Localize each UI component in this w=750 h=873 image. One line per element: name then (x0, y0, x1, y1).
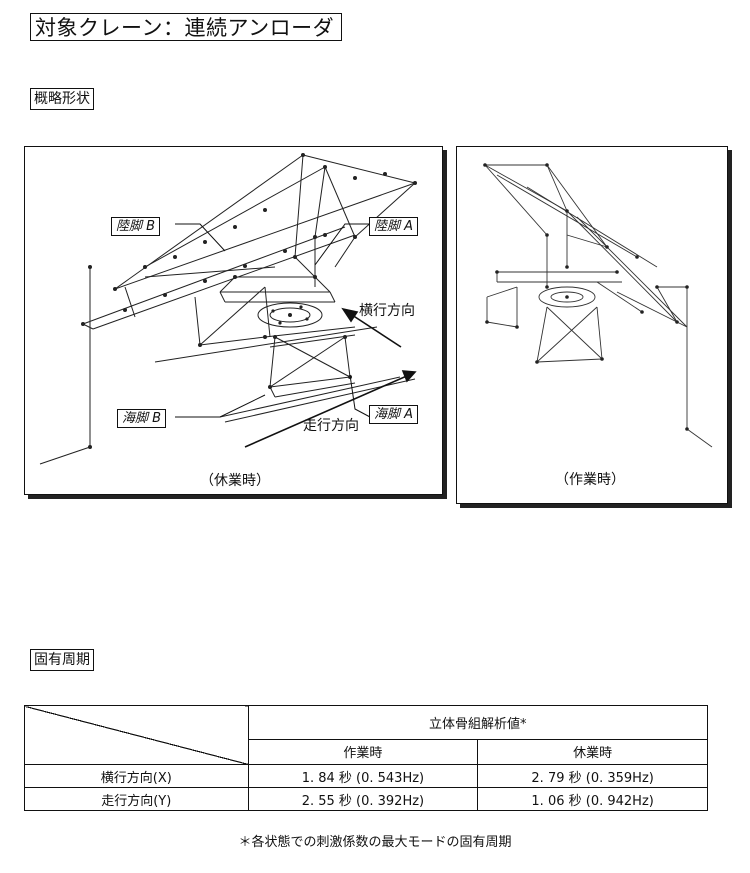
table-column-header: 休業時 (477, 738, 708, 766)
table-row: 走行方向(Y) 2. 55 秒 (0. 392Hz) 1. 06 秒 (0. 9… (24, 787, 708, 811)
figure-panel-resting: 陸脚 B 陸脚 A 海脚 B 海脚 A 横行方向 走行方向 （休業時） (24, 146, 443, 495)
document-title: 対象クレーン：連続アンローダ (30, 13, 342, 41)
caption-resting: （休業時） (200, 473, 270, 489)
label-traverse-direction: 横行方向 (359, 303, 415, 319)
caption-working: （作業時） (555, 472, 625, 488)
table-row: 横行方向(X) 1. 84 秒 (0. 543Hz) 2. 79 秒 (0. 3… (24, 764, 708, 788)
figure-panel-working: （作業時） (456, 146, 728, 504)
table-column-header: 作業時 (247, 738, 479, 766)
table-group-header: 立体骨組解析値* (247, 705, 709, 740)
table-cell: 2. 55 秒 (0. 392Hz) (247, 787, 479, 811)
callout-land-leg-b: 陸脚 B (111, 217, 161, 236)
table-cell: 1. 06 秒 (0. 942Hz) (477, 787, 708, 811)
table-row-label: 走行方向(Y) (24, 787, 249, 811)
table-footnote: ＊各状態での刺激係数の最大モードの固有周期 (238, 835, 512, 850)
natural-period-table: 立体骨組解析値* 作業時 休業時 横行方向(X) 1. 84 秒 (0. 543… (24, 705, 709, 811)
callout-land-leg-a: 陸脚 A (369, 217, 419, 236)
callout-sea-leg-b: 海脚 B (117, 409, 167, 428)
callout-sea-leg-a: 海脚 A (369, 405, 419, 424)
label-travel-direction: 走行方向 (303, 418, 359, 434)
table-cell: 2. 79 秒 (0. 359Hz) (477, 764, 708, 788)
crane-frame-drawing-resting (39, 153, 417, 465)
section-label-period: 固有周期 (30, 649, 94, 671)
section-label-shape: 概略形状 (30, 88, 94, 110)
crane-frame-drawing-working (483, 163, 713, 448)
table-corner-cell (24, 705, 249, 765)
table-row-label: 横行方向(X) (24, 764, 249, 788)
table-cell: 1. 84 秒 (0. 543Hz) (247, 764, 479, 788)
